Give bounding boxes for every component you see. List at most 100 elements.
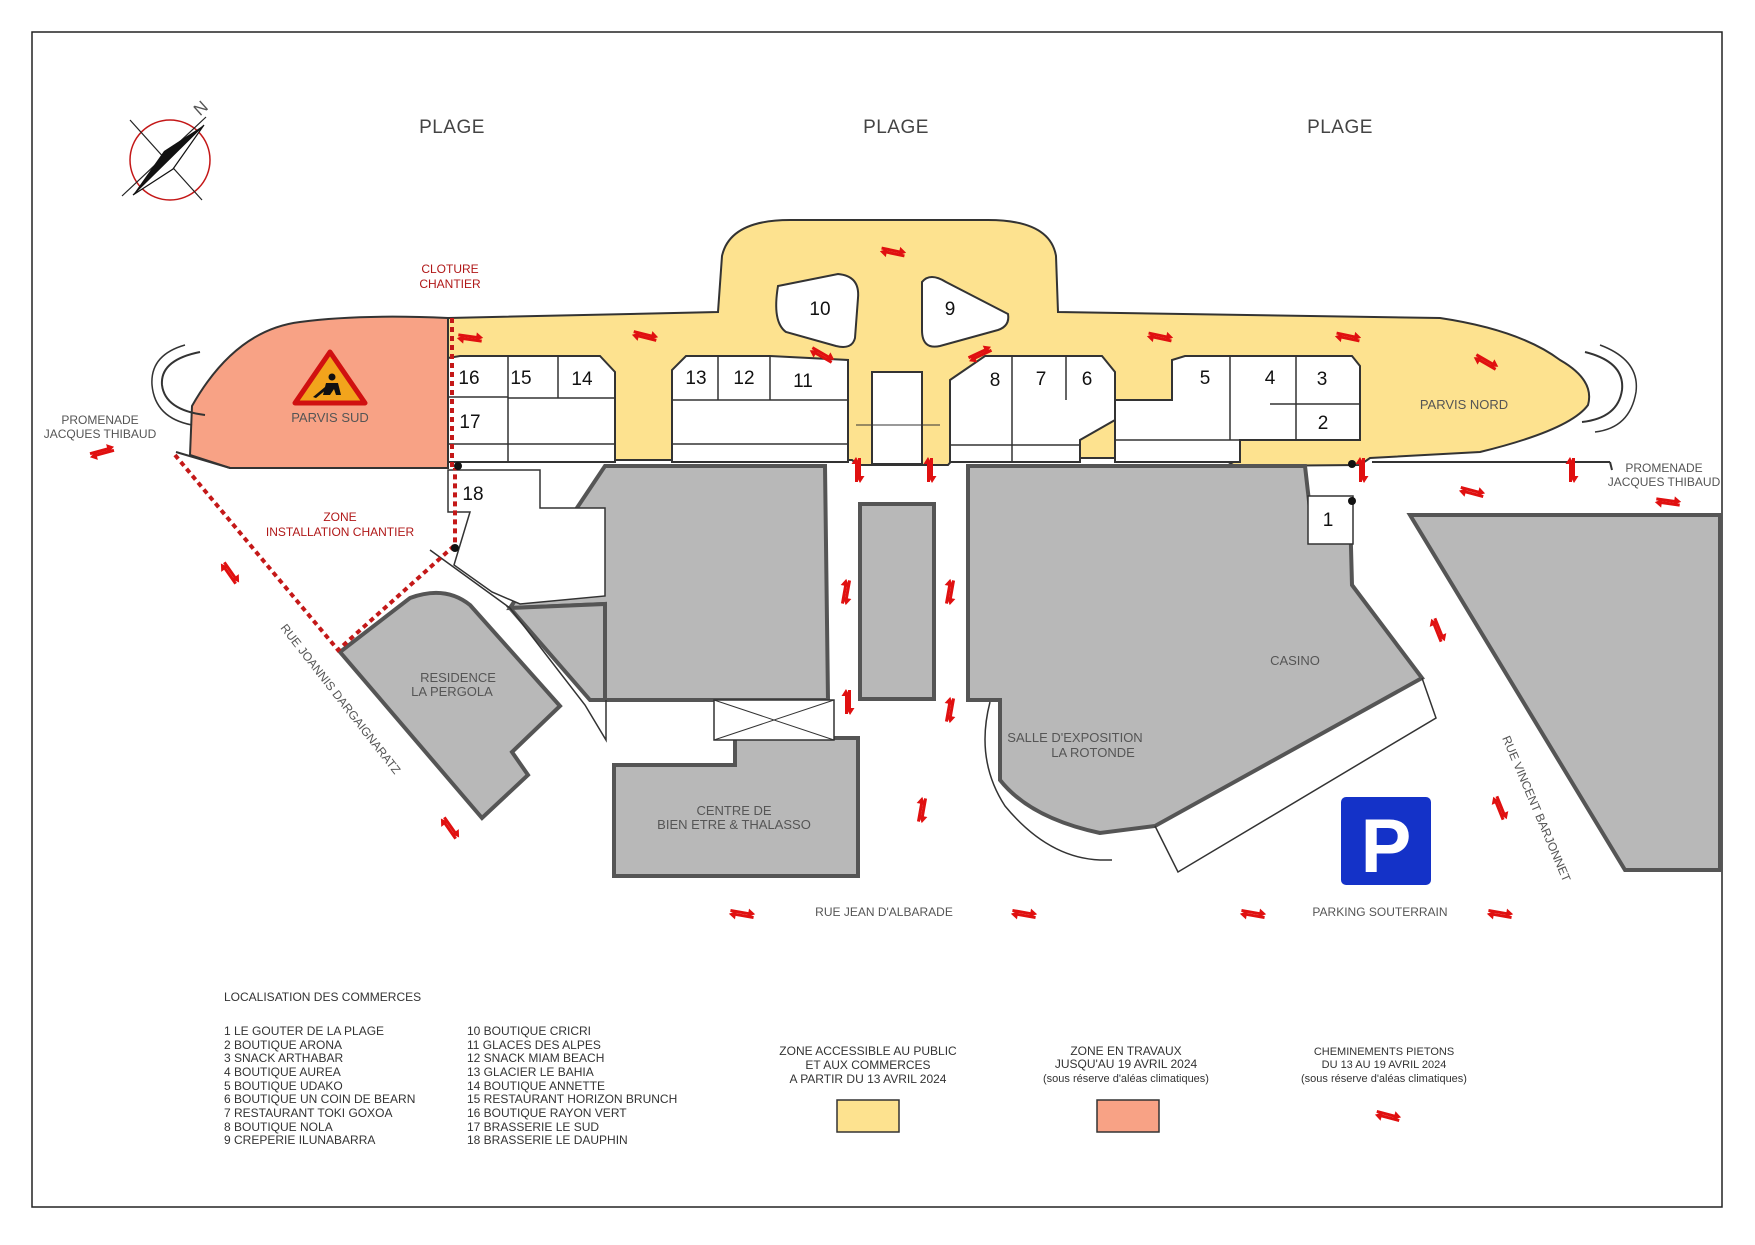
legend-public-zone-line1: ZONE ACCESSIBLE AU PUBLIC	[779, 1044, 957, 1058]
legend-shop-5: 5 BOUTIQUE UDAKO	[224, 1079, 343, 1093]
legend-arrow-icon	[1373, 1106, 1403, 1126]
shop-number-15: 15	[510, 368, 531, 389]
legend-shop-15: 15 RESTAURANT HORIZON BRUNCH	[467, 1092, 677, 1106]
promenade-east-label-2: JACQUES THIBAUD	[1608, 475, 1721, 489]
legend-public-zone-line3: A PARTIR DU 13 AVRIL 2024	[790, 1072, 947, 1086]
pedestrian-arrow-27	[1239, 905, 1267, 923]
parvis-nord-label: PARVIS NORD	[1420, 397, 1508, 412]
cloture-label-2: CHANTIER	[419, 277, 481, 291]
shop-number-10: 10	[809, 299, 830, 320]
shop-number-1: 1	[1323, 510, 1334, 531]
shop-number-14: 14	[571, 369, 593, 390]
legend-shop-18: 18 BRASSERIE LE DAUPHIN	[467, 1133, 628, 1147]
rue-jean-label: RUE JEAN D'ALBARADE	[815, 905, 953, 919]
salle-exposition-label-1: SALLE D'EXPOSITION	[1007, 730, 1142, 745]
pedestrian-arrow-9	[87, 442, 117, 462]
legend-shop-3: 3 SNACK ARTHABAR	[224, 1051, 343, 1065]
legend-paths-line3: (sous réserve d'aléas climatiques)	[1301, 1073, 1467, 1085]
shop-number-4: 4	[1265, 368, 1276, 389]
legend-shop-9: 9 CREPERIE ILUNABARRA	[224, 1133, 375, 1147]
parvis-nord-rotunda	[1581, 351, 1624, 423]
shops-south-block	[447, 355, 616, 463]
pedestrian-arrow-21	[941, 696, 959, 724]
shop-number-7: 7	[1036, 369, 1047, 390]
cloture-label-1: CLOTURE	[421, 262, 478, 276]
legend-public-zone: ZONE ACCESSIBLE AU PUBLIC ET AUX COMMERC…	[779, 1044, 957, 1133]
shop-number-3: 3	[1317, 369, 1328, 390]
beach-label-1: PLAGE	[419, 117, 485, 138]
beach-label-3: PLAGE	[1307, 117, 1373, 138]
works-fence-boundary	[173, 453, 457, 653]
legend-shop-8: 8 BOUTIQUE NOLA	[224, 1120, 333, 1134]
shop-number-12: 12	[733, 368, 754, 389]
legend-shop-4: 4 BOUTIQUE AUREA	[224, 1065, 341, 1079]
promenade-west-label-2: JACQUES THIBAUD	[44, 427, 157, 441]
legend-shop-11: 11 GLACES DES ALPES	[467, 1038, 601, 1052]
legend-title: LOCALISATION DES COMMERCES	[224, 990, 421, 1004]
residence-label-1: RESIDENCE	[420, 670, 496, 685]
promenade-wall-south	[175, 451, 448, 469]
central-passage	[856, 371, 940, 465]
parvis-sud-rotunda-outer	[151, 344, 193, 426]
legend-shop-12: 12 SNACK MIAM BEACH	[467, 1051, 604, 1065]
shop-number-18: 18	[462, 484, 483, 505]
pedestrian-arrow-15	[1565, 457, 1579, 483]
north-label: N	[190, 97, 212, 119]
legend-shop-17: 17 BRASSERIE LE SUD	[467, 1120, 599, 1134]
building-central	[858, 502, 936, 701]
zone-installation-label-1: ZONE	[323, 510, 356, 524]
shop-number-5: 5	[1200, 368, 1211, 389]
legend-works-zone-line3: (sous réserve d'aléas climatiques)	[1043, 1073, 1209, 1085]
shop-number-17: 17	[459, 412, 480, 433]
pedestrian-arrow-17	[837, 578, 855, 606]
pedestrian-arrow-28	[1486, 905, 1514, 923]
pedestrian-arrow-26	[1010, 905, 1038, 923]
legend-shops-col2: 10 BOUTIQUE CRICRI 11 GLACES DES ALPES 1…	[467, 1024, 677, 1147]
legend-shop-6: 6 BOUTIQUE UN COIN DE BEARN	[224, 1092, 415, 1106]
residence-label-2: LA PERGOLA	[411, 684, 493, 699]
shops-center-right-block	[949, 355, 1116, 463]
shop-number-11: 11	[793, 371, 813, 392]
shops-center-left-block	[671, 355, 849, 463]
promenade-west-label-1: PROMENADE	[61, 413, 138, 427]
pedestrian-arrow-25	[728, 905, 756, 923]
kiosk-10	[775, 272, 860, 348]
legend-shop-14: 14 BOUTIQUE ANNETTE	[467, 1079, 605, 1093]
promenade-east-label-1: PROMENADE	[1625, 461, 1702, 475]
legend-paths-line2: DU 13 AU 19 AVRIL 2024	[1322, 1059, 1447, 1071]
shop-1-outline	[1307, 495, 1354, 545]
centre-thalasso-building	[612, 736, 860, 878]
pedestrian-arrow-23	[437, 813, 463, 843]
parking-label: PARKING SOUTERRAIN	[1312, 905, 1447, 919]
legend-works-zone-line1: ZONE EN TRAVAUX	[1070, 1044, 1181, 1058]
zone-installation-label-2: INSTALLATION CHANTIER	[266, 525, 415, 539]
legend-works-zone: ZONE EN TRAVAUX JUSQU'AU 19 AVRIL 2024 (…	[1043, 1044, 1209, 1133]
casino-label: CASINO	[1270, 653, 1320, 668]
shop-number-8: 8	[990, 370, 1001, 391]
salle-exposition-label-2: LA ROTONDE	[1051, 745, 1135, 760]
shop-numbers: 1 2 3 4 5 6 7 8 9 10 11 12 13 14 15 16 1…	[458, 299, 1333, 531]
pedestrian-arrow-22	[913, 796, 931, 824]
building-east	[1406, 513, 1722, 872]
pedestrian-arrow-11	[1654, 493, 1682, 511]
shop-number-13: 13	[685, 368, 706, 389]
construction-warning-icon	[292, 349, 368, 406]
legend-shop-1: 1 LE GOUTER DE LA PLAGE	[224, 1024, 384, 1038]
north-arrow-compass: N	[121, 97, 212, 201]
parvis-sud-label: PARVIS SUD	[291, 410, 369, 425]
pedestrian-arrow-19	[1427, 615, 1449, 645]
legend-public-zone-line2: ET AUX COMMERCES	[805, 1058, 930, 1072]
legend-shop-13: 13 GLACIER LE BAHIA	[467, 1065, 594, 1079]
pedestrian-arrow-10	[1457, 482, 1487, 502]
legend-works-zone-line2: JUSQU'AU 19 AVRIL 2024	[1055, 1057, 1198, 1071]
parking-symbol: P	[1361, 804, 1412, 889]
pedestrian-arrow-20	[841, 689, 855, 715]
parvis-sud-rotunda	[160, 351, 206, 416]
pedestrian-arrow-24	[1489, 793, 1511, 823]
legend-shop-7: 7 RESTAURANT TOKI GOXOA	[224, 1106, 393, 1120]
pedestrian-arrow-18	[941, 578, 959, 606]
centre-thalasso-label-2: BIEN ETRE & THALASSO	[657, 817, 811, 832]
shops-north-block	[1114, 355, 1361, 463]
